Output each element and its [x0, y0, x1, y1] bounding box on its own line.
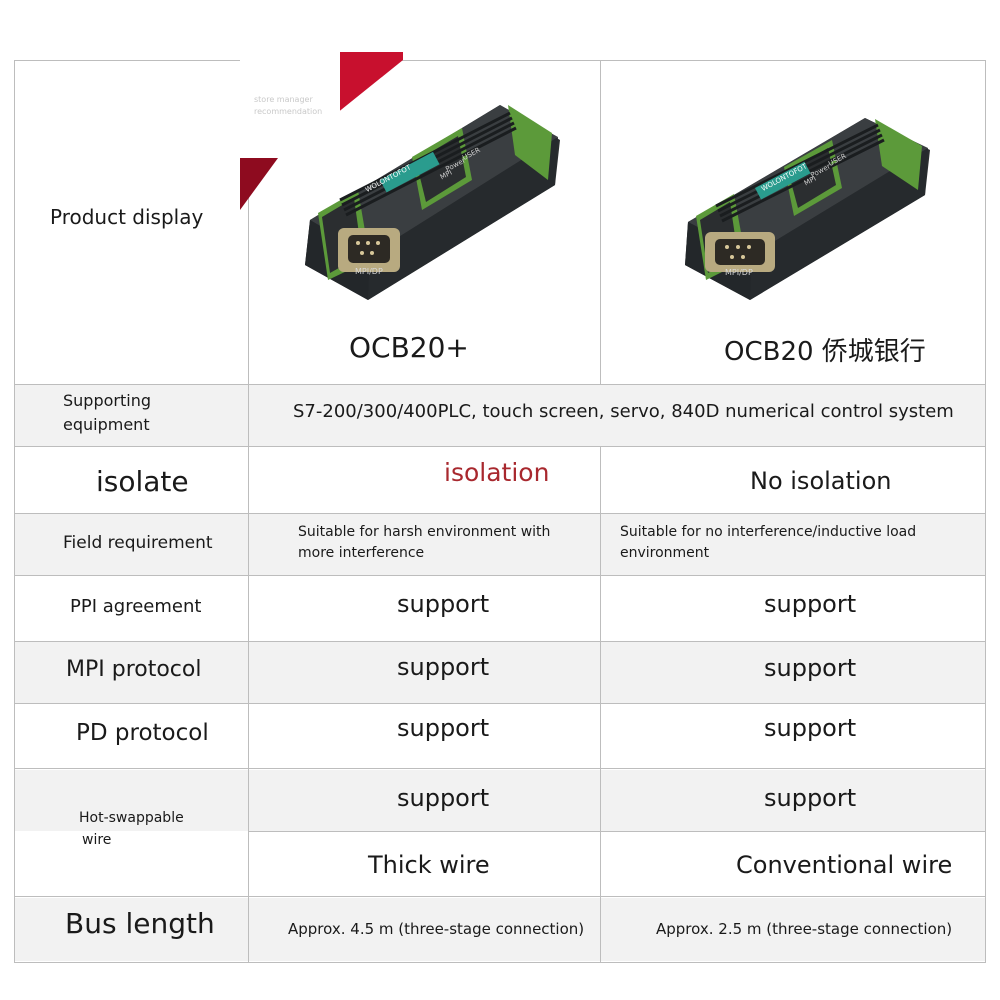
table-border-left [14, 60, 15, 963]
product-image: WOLONTOFOT USER Power MPI MPI/DP [680, 110, 940, 305]
table-col-divider [248, 60, 249, 963]
bus-length-ocb20plus: Approx. 4.5 m (three-stage connection) [288, 920, 585, 938]
isolation-value: isolation [444, 458, 550, 487]
device-port-label: MPI/DP [725, 268, 753, 277]
table-divider [14, 896, 986, 897]
row-label-bus-length: Bus length [65, 907, 215, 940]
no-isolation-value: No isolation [750, 467, 892, 495]
row-label-hot-swappable: Hot-swappable [79, 810, 184, 826]
bus-length-ocb20: Approx. 2.5 m (three-stage connection) [656, 920, 953, 938]
field-requirement-ocb20: environment [620, 545, 710, 561]
table-divider [14, 446, 986, 447]
table-divider [14, 703, 986, 704]
wire-type-ocb20plus: Thick wire [368, 851, 490, 879]
row-label-ppi-agreement: PPI agreement [70, 596, 202, 617]
row-label-pd-protocol: PD protocol [76, 720, 209, 746]
ppi-support-ocb20plus: support [397, 590, 490, 618]
row-label-supporting-equipment: equipment [63, 415, 150, 434]
row-shade-field [15, 514, 985, 575]
mpi-support-ocb20: support [764, 654, 857, 682]
hot-swap-support-ocb20plus: support [397, 784, 490, 812]
badge-text: store manager [254, 95, 313, 104]
product-name: OCB20 侨城银行 [724, 337, 926, 367]
table-divider [14, 768, 986, 769]
row-label-isolate: isolate [96, 465, 189, 498]
row-label-wire: wire [82, 832, 112, 848]
product-image: WOLONTOFOT USER Power MPI MPI/DP [300, 95, 570, 310]
hot-swap-support-ocb20: support [764, 784, 857, 812]
row-label-product-display: Product display [50, 205, 204, 229]
table-divider [14, 641, 986, 642]
mpi-support-ocb20plus: support [397, 653, 490, 681]
row-shade-supporting [15, 385, 985, 446]
pd-support-ocb20plus: support [397, 714, 490, 742]
badge-text: recommendation [254, 107, 323, 116]
row-shade-bus [15, 898, 985, 961]
row-shade-mpi [15, 642, 985, 703]
table-col-divider [600, 60, 601, 385]
field-requirement-ocb20plus: Suitable for harsh environment with [298, 524, 551, 540]
field-requirement-ocb20plus: more interference [298, 545, 425, 561]
table-divider [248, 831, 986, 832]
table-border-bottom [14, 962, 986, 963]
row-label-field-requirement: Field requirement [63, 533, 213, 553]
field-requirement-ocb20: Suitable for no interference/inductive l… [620, 524, 917, 540]
ppi-support-ocb20: support [764, 590, 857, 618]
table-col-divider [600, 446, 601, 963]
table-border-right [985, 60, 986, 963]
table-divider [14, 384, 986, 385]
device-port-label: MPI/DP [355, 267, 383, 276]
row-label-mpi-protocol: MPI protocol [66, 657, 202, 682]
pd-support-ocb20: support [764, 714, 857, 742]
wire-type-ocb20: Conventional wire [736, 851, 953, 879]
row-label-supporting-equipment: Supporting [63, 391, 151, 410]
table-divider [14, 575, 986, 576]
table-divider [14, 513, 986, 514]
supporting-equipment-value: S7-200/300/400PLC, touch screen, servo, … [293, 401, 954, 422]
row-shade-hotswap [15, 770, 985, 831]
product-name: OCB20+ [349, 331, 469, 364]
recommendation-badge: store manager recommendation [238, 50, 408, 215]
table-border-top [14, 60, 986, 61]
